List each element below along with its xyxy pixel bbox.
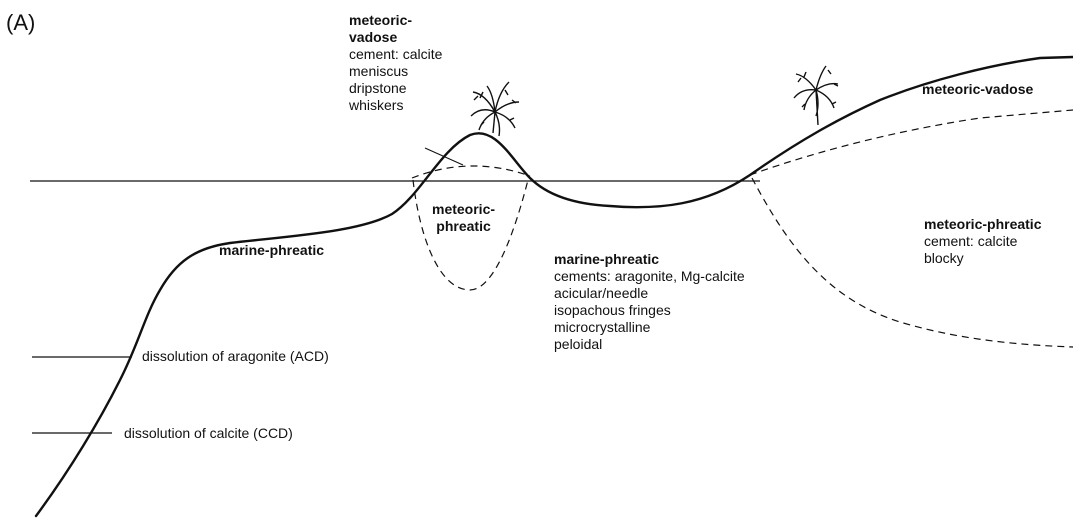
marine-phreatic-line-acicular: acicular/needle xyxy=(554,285,745,302)
marine-phreatic-center-label: marine-phreatic cements: aragonite, Mg-c… xyxy=(554,251,745,353)
meteoric-phreatic-right-label: meteoric-phreatic cement: calcite blocky xyxy=(924,216,1041,267)
meteoric-phreatic-lens-line2: phreatic xyxy=(432,218,495,235)
meteoric-phreatic-right-line-blocky: blocky xyxy=(924,250,1041,267)
meteoric-vadose-line-dripstone: dripstone xyxy=(349,80,442,97)
water-table-left xyxy=(412,166,530,178)
ccd-label: dissolution of calcite (CCD) xyxy=(124,425,293,442)
meteoric-vadose-left-label: meteoric- vadose cement: calcite meniscu… xyxy=(349,12,442,114)
meteoric-vadose-title-line1: meteoric- xyxy=(349,12,442,29)
marine-phreatic-center-title: marine-phreatic xyxy=(554,251,745,268)
palm-tree-right-icon xyxy=(794,66,838,125)
marine-phreatic-line-isopachous: isopachous fringes xyxy=(554,302,745,319)
acd-label: dissolution of aragonite (ACD) xyxy=(142,348,329,365)
marine-phreatic-line-cements: cements: aragonite, Mg-calcite xyxy=(554,268,745,285)
vadose-leader-line xyxy=(425,148,463,165)
marine-phreatic-line-peloidal: peloidal xyxy=(554,336,745,353)
marine-phreatic-left-label: marine-phreatic xyxy=(219,242,324,259)
panel-label: (A) xyxy=(6,10,35,36)
meteoric-vadose-line-whiskers: whiskers xyxy=(349,97,442,114)
meteoric-phreatic-lens-label: meteoric- phreatic xyxy=(432,201,495,235)
meteoric-vadose-line-cement: cement: calcite xyxy=(349,46,442,63)
phreatic-lens-left xyxy=(413,180,528,290)
meteoric-vadose-title-line2: vadose xyxy=(349,29,442,46)
meteoric-vadose-right-label: meteoric-vadose xyxy=(922,81,1033,98)
palm-tree-left-icon xyxy=(471,82,519,136)
meteoric-phreatic-right-title: meteoric-phreatic xyxy=(924,216,1041,233)
meteoric-vadose-line-meniscus: meniscus xyxy=(349,63,442,80)
meteoric-phreatic-right-line-cement: cement: calcite xyxy=(924,233,1041,250)
meteoric-phreatic-lens-line1: meteoric- xyxy=(432,201,495,218)
marine-phreatic-line-microcrystalline: microcrystalline xyxy=(554,319,745,336)
